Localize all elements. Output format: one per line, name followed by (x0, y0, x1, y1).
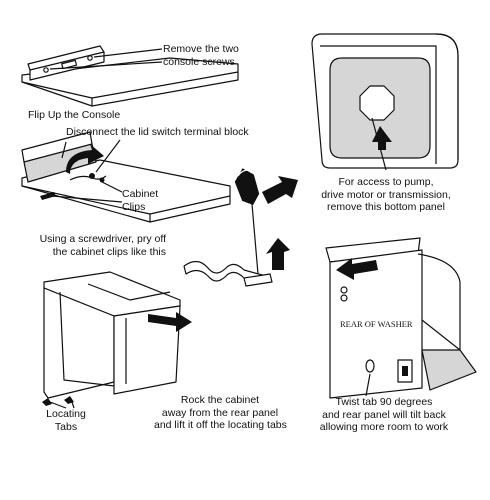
label-rear-of-washer: REAR OF WASHER (340, 319, 413, 329)
leader-clip-1 (101, 181, 123, 193)
leader-twist (365, 373, 371, 397)
washer-top-console (21, 45, 239, 107)
screwdriver-detail (183, 168, 273, 287)
label-access-panel: For access to pump, drive motor or trans… (321, 176, 451, 213)
label-rock-cabinet: Rock the cabinet away from the rear pane… (154, 394, 287, 431)
locating-tabs (42, 396, 74, 406)
leader-tab-1 (49, 401, 67, 409)
label-locating-tabs: Locating Tabs (46, 408, 86, 433)
tilt-arrow (336, 258, 378, 280)
label-flip-console: Flip Up the Console (28, 109, 121, 121)
label-cabinet-clips: Cabinet Clips (122, 188, 159, 213)
leader-switch (95, 139, 121, 173)
label-remove-screws-text: Remove the two console screws (163, 43, 239, 68)
cabinet (43, 271, 181, 399)
label-disconnect-switch: Disconnect the lid switch terminal block (66, 126, 249, 138)
rear-of-washer (325, 237, 477, 399)
label-twist-tab: Twist tab 90 degrees and rear panel will… (319, 396, 449, 433)
push-arrow (262, 176, 298, 204)
leader-clip-2 (51, 195, 123, 203)
rock-arrow (148, 312, 192, 332)
flip-arrow (66, 144, 104, 174)
leader-flip (61, 141, 67, 159)
pry-up-arrow (266, 238, 290, 270)
label-pry-clips: Using a screwdriver, pry off the cabinet… (39, 233, 166, 258)
leader-screw-1 (93, 48, 163, 58)
label-remove-screws: Remove the two console screws (163, 43, 239, 68)
leader-tab-2 (71, 401, 75, 409)
panel-arrow (372, 126, 392, 150)
leader-screw-2 (49, 61, 163, 70)
bottom-panel-frame (311, 33, 459, 169)
